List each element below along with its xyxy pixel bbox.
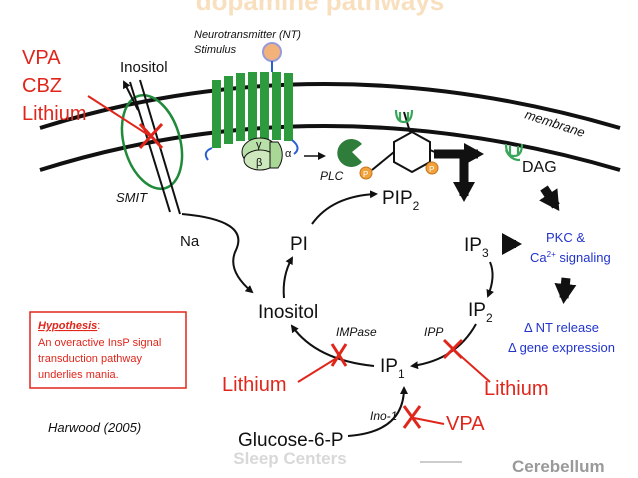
lithium-ipp-label: Lithium <box>484 378 548 400</box>
smit-channel-line-1 <box>129 81 171 213</box>
ip1-label: IP1 <box>380 356 405 381</box>
lithium-impase-line <box>297 355 341 383</box>
hypothesis-line-2: transduction pathway <box>38 353 142 365</box>
hypothesis-box <box>29 311 187 389</box>
g-protein <box>241 137 283 171</box>
drug-cbz-left: CBZ <box>22 75 62 97</box>
pkc-label-1: PKC & <box>546 230 585 245</box>
pkc-to-nt-release-arrow <box>554 277 577 304</box>
phosphate-label-2: P <box>429 165 434 174</box>
inhibition-x-smit <box>138 122 164 150</box>
pkc-label-2: Ca2+ signaling <box>530 250 611 265</box>
inositol-uptake-arrow <box>123 80 139 111</box>
hypothesis-line-3: underlies mania. <box>38 369 119 381</box>
inhibition-x-ino1 <box>402 405 422 429</box>
hypothesis-title: Hypothesis: <box>38 320 100 332</box>
ip1-to-inositol-arrow <box>290 324 375 367</box>
watermark: Sleep Centers <box>233 449 346 468</box>
lithium-ipp-line <box>453 349 491 383</box>
vpa-ino1-line <box>413 417 445 425</box>
impase-label: IMPase <box>336 325 377 339</box>
nt-stimulus-label-1: Neurotransmitter (NT) <box>194 29 301 41</box>
na-label: Na <box>180 233 200 250</box>
alpha-subunit-label: α <box>285 148 292 160</box>
pi-to-pip2-arrow <box>311 190 378 225</box>
glucose-to-ip1-arrow <box>347 386 408 437</box>
phosphate-label-1: P <box>363 170 368 179</box>
dag-to-pkc-arrow <box>539 185 560 211</box>
drug-inhibition-line-left <box>87 95 151 137</box>
gene-expression-label: Δ gene expression <box>508 340 615 355</box>
ip3-to-ip2-arrow <box>486 261 494 298</box>
gamma-subunit-label: γ <box>256 139 262 151</box>
drug-vpa-left: VPA <box>22 47 61 69</box>
ino1-label: Ino-1 <box>370 409 397 423</box>
hypothesis-line-1: An overactive InsP signal <box>38 337 161 349</box>
neurotransmitter-icon <box>262 42 282 62</box>
citation: Harwood (2005) <box>48 420 141 435</box>
inositol-to-pi-arrow <box>282 256 293 299</box>
beta-subunit-label: β <box>256 157 262 169</box>
plc-enzyme <box>337 139 362 167</box>
lithium-impase-label: Lithium <box>222 374 286 396</box>
ip3-label: IP3 <box>464 235 489 260</box>
nt-release-label: Δ NT release <box>524 320 599 335</box>
pi-label: PI <box>290 234 308 255</box>
glucose-label: Glucose-6-P <box>238 430 344 451</box>
title-partial: dopamine pathways <box>196 0 445 16</box>
logo: Cerebellum <box>512 457 605 476</box>
ip2-label: IP2 <box>468 300 493 325</box>
dag-label: DAG <box>522 159 557 176</box>
drug-lithium-left: Lithium <box>22 103 86 125</box>
dag-molecule-icon <box>504 143 524 162</box>
smit-label: SMIT <box>116 190 148 205</box>
na-to-inositol-arrow <box>181 213 254 294</box>
plc-label: PLC <box>320 169 344 183</box>
inositol-transport-label: Inositol <box>120 59 168 76</box>
vpa-ino1-label: VPA <box>446 413 485 435</box>
pip2-label: PIP2 <box>382 188 420 213</box>
gpcr-receptor <box>204 72 299 161</box>
membrane-outer-line <box>39 82 621 130</box>
smit-transporter <box>120 93 184 191</box>
inhibition-x-impase <box>330 343 348 367</box>
ipp-label: IPP <box>424 325 443 339</box>
membrane-inner-line <box>39 124 621 172</box>
nt-stimulus-label-2: Stimulus <box>194 44 237 56</box>
inositol-cycle-label: Inositol <box>258 302 318 323</box>
